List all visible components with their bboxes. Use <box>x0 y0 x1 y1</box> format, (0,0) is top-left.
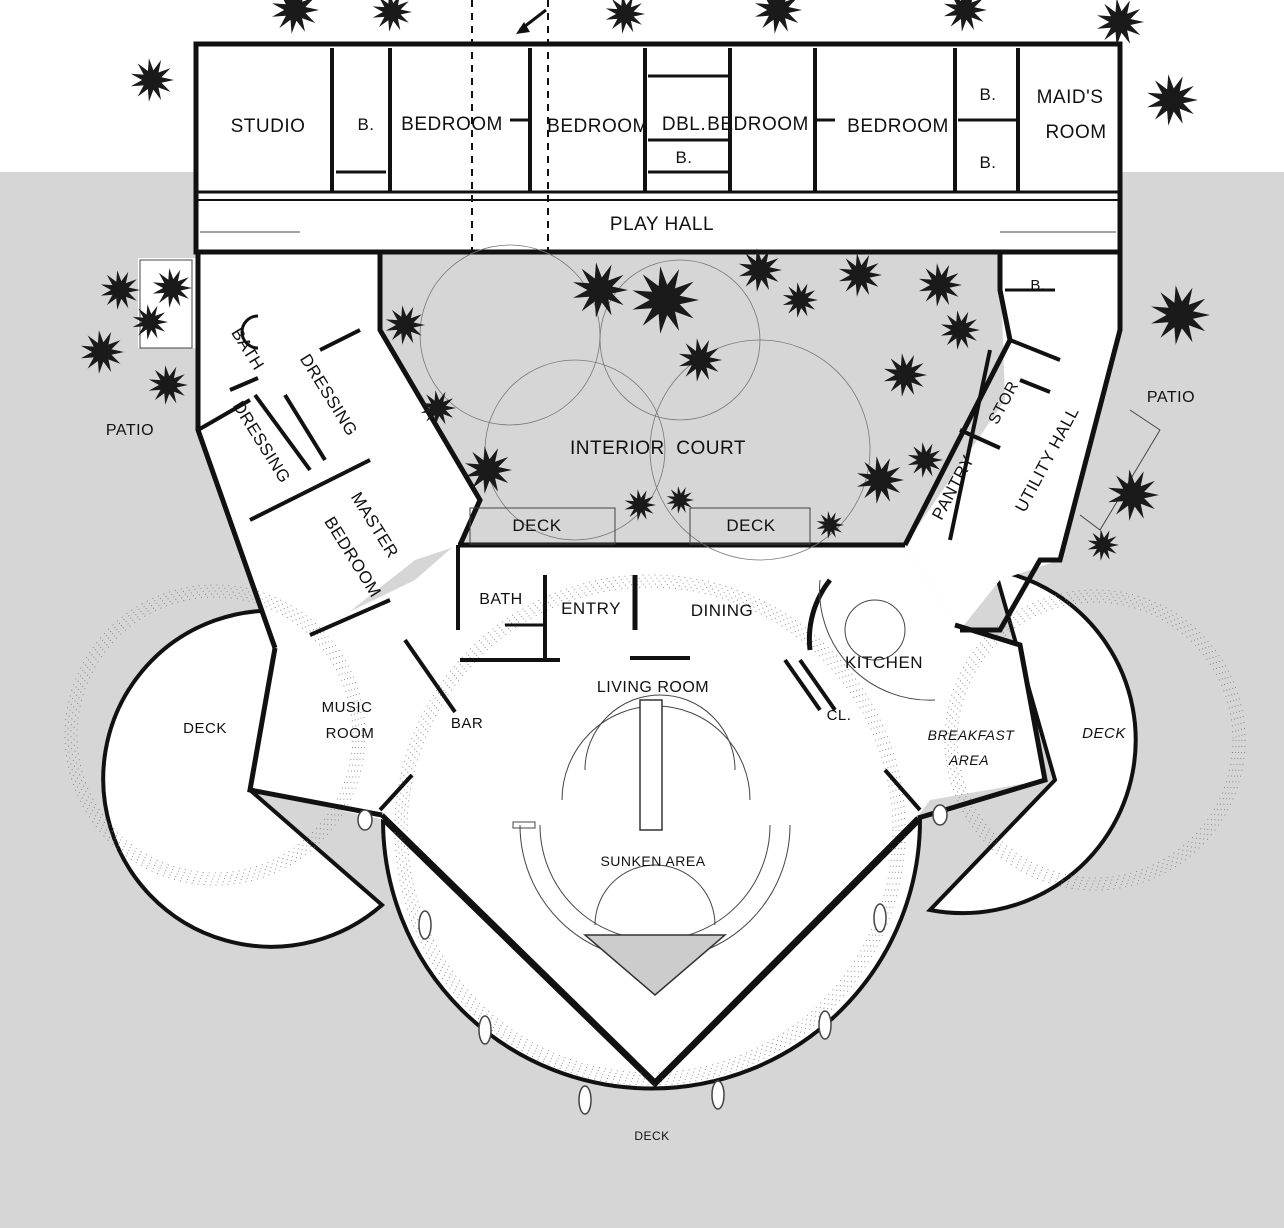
label-music-2: ROOM <box>326 725 375 742</box>
bedroom-wing <box>193 0 1123 255</box>
living-block <box>247 542 1048 1084</box>
label-dbl-b: B. <box>675 148 692 167</box>
label-dbl: DBL. <box>662 114 706 135</box>
label-breakfast-1: BREAKFAST <box>928 727 1016 743</box>
label-living-room: LIVING ROOM <box>597 679 709 696</box>
label-dining: DINING <box>691 601 754 620</box>
tree-icon <box>907 442 943 478</box>
tree-icon <box>857 456 904 504</box>
tree-icon <box>632 266 699 334</box>
tree-icon <box>782 282 818 318</box>
label-maids-1: MAID'S <box>1037 87 1104 108</box>
bottom-deck <box>380 815 923 1091</box>
tree-icon <box>420 390 456 426</box>
tree-icon <box>940 310 980 350</box>
tree-icon <box>918 263 962 307</box>
label-kitchen: KITCHEN <box>845 653 923 672</box>
label-patio-right: PATIO <box>1147 389 1195 406</box>
tree-icon <box>605 0 645 34</box>
tree-icon <box>838 253 882 297</box>
tree-icon <box>624 489 656 521</box>
label-bedroom-1: BEDROOM <box>401 114 503 135</box>
tree-icon <box>943 0 987 32</box>
label-deck-left: DECK <box>183 720 227 737</box>
tree-icon <box>130 58 174 102</box>
tree-icon <box>148 365 188 405</box>
tree-icon <box>1108 469 1159 521</box>
label-play-hall: PLAY HALL <box>610 214 714 235</box>
label-bath-b2: B. <box>979 85 996 104</box>
tree-icon <box>883 353 927 397</box>
label-patio-left: PATIO <box>106 422 154 439</box>
deck-poles <box>357 804 948 1115</box>
deck-circles <box>101 567 1138 1091</box>
tree-icon <box>755 0 802 34</box>
trees <box>80 0 1210 561</box>
left-deck <box>101 608 386 949</box>
tree-icon <box>80 330 124 374</box>
tree-icon <box>678 338 722 382</box>
tree-icon <box>100 270 140 310</box>
tree-icon <box>1087 529 1119 561</box>
sunken-area-geometry <box>512 694 791 996</box>
tree-icon <box>152 268 192 308</box>
label-bath-b3: B. <box>979 153 996 172</box>
tree-icon <box>573 262 628 318</box>
label-bar: BAR <box>451 715 483 732</box>
tree-icon <box>1147 74 1198 126</box>
label-bath-entry: BATH <box>479 591 522 608</box>
tree-icon <box>738 248 782 292</box>
label-bath-b4: B. <box>1030 277 1045 294</box>
tree-icon <box>1097 0 1144 46</box>
label-interior-court: INTERIOR COURT <box>570 438 746 459</box>
tree-icon <box>132 304 168 340</box>
tree-icon <box>816 511 844 539</box>
label-deck-right: DECK <box>1082 725 1126 742</box>
tree-icon <box>372 0 412 32</box>
tree-icon <box>1151 285 1210 345</box>
tree-icon <box>666 486 694 514</box>
label-deck-bottom: DECK <box>634 1129 669 1143</box>
label-bedroom-4: BEDROOM <box>847 116 949 137</box>
service-wing <box>902 254 1161 633</box>
label-deck-court-right: DECK <box>726 516 775 535</box>
right-deck <box>925 567 1138 916</box>
label-deck-court-left: DECK <box>512 516 561 535</box>
label-sunken-area: SUNKEN AREA <box>600 853 705 869</box>
tree-icon <box>385 305 425 345</box>
label-bath-b1: B. <box>357 115 374 134</box>
label-entry: ENTRY <box>561 599 621 618</box>
label-maids-2: ROOM <box>1045 122 1106 143</box>
label-studio: STUDIO <box>231 116 306 137</box>
label-bedroom-3: BEDROOM <box>707 114 809 135</box>
court-decks <box>469 507 811 545</box>
label-cl: CL. <box>827 707 852 724</box>
label-music-1: MUSIC <box>322 699 373 716</box>
tree-icon <box>272 0 319 34</box>
tree-icon <box>465 446 512 494</box>
label-breakfast-2: AREA <box>948 752 989 768</box>
label-bedroom-2: BEDROOM <box>547 116 649 137</box>
